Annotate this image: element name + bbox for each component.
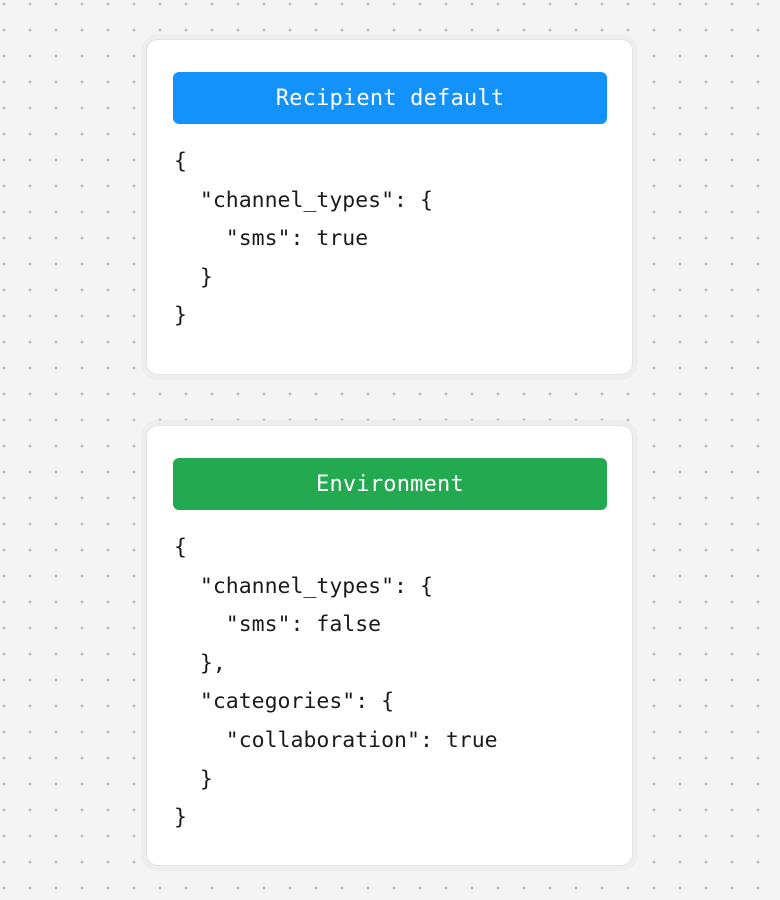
card-recipient-default: Recipient default { "channel_types": { "…: [146, 39, 633, 375]
card-header-label: Environment: [316, 471, 464, 497]
json-body-recipient-default: { "channel_types": { "sms": true } }: [174, 149, 433, 329]
card-environment: Environment { "channel_types": { "sms": …: [146, 425, 633, 866]
card-header-environment: Environment: [173, 458, 607, 510]
card-header-recipient-default: Recipient default: [173, 72, 607, 124]
card-header-label: Recipient default: [275, 85, 505, 111]
json-body-environment: { "channel_types": { "sms": false }, "ca…: [174, 535, 498, 831]
